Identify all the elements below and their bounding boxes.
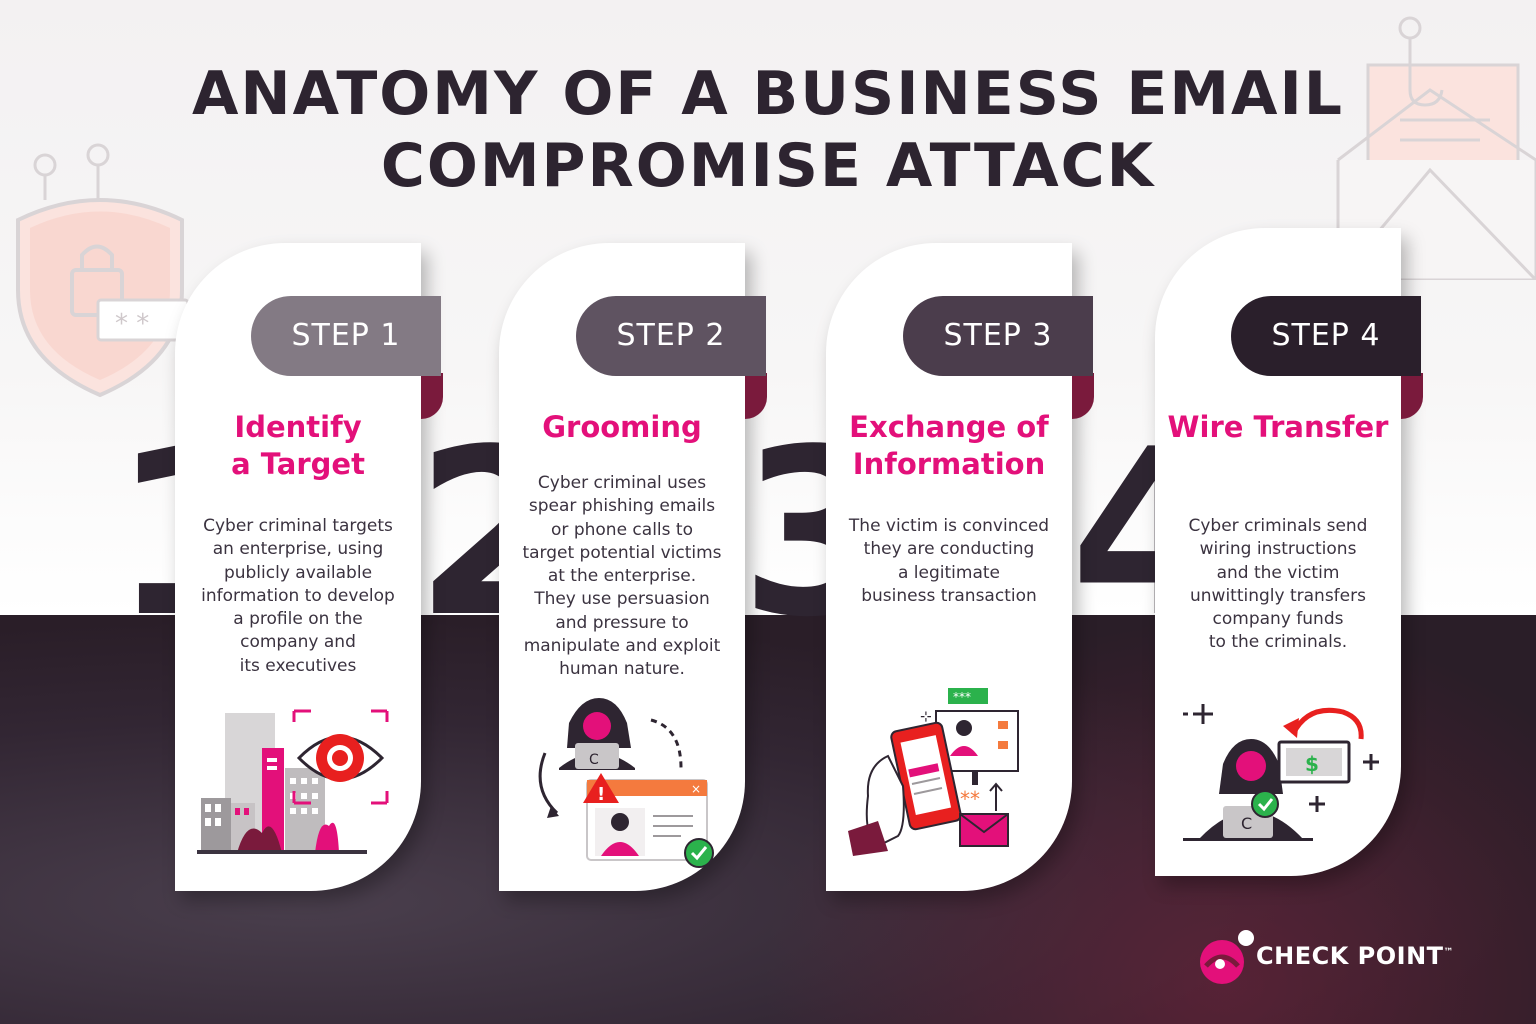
step-description-1: Cyber criminal targets an enterprise, us… — [185, 515, 411, 678]
step-title-line: Information — [852, 447, 1046, 481]
desc-line: Cyber criminal uses — [537, 473, 707, 493]
desc-line: Cyber criminal targets — [203, 516, 393, 536]
step-description-3: The victim is convinced they are conduct… — [836, 515, 1062, 608]
desc-line: business transaction — [861, 585, 1037, 606]
step-title-4: Wire Transfer — [1155, 409, 1401, 446]
page-title-line1: ANATOMY OF A BUSINESS EMAIL — [191, 59, 1345, 129]
svg-text:⊹: ⊹ — [920, 709, 932, 725]
step-tab-fold — [745, 373, 767, 419]
money-symbol: $ — [1305, 752, 1319, 776]
desc-line: human nature. — [559, 659, 685, 680]
svg-text:C: C — [1241, 814, 1252, 833]
desc-line: manipulate and exploit — [523, 636, 721, 657]
step-title-line: Grooming — [542, 410, 702, 444]
step-tab-1: STEP 1 — [251, 296, 441, 376]
step-tab-3: STEP 3 — [903, 296, 1093, 376]
step-tab-fold — [1401, 373, 1423, 419]
phishing-hacker-illustration: C × ! — [538, 698, 714, 868]
desc-line: or phone calls to — [551, 519, 693, 540]
desc-line: a profile on the — [233, 609, 363, 630]
step-tab-2: STEP 2 — [576, 296, 766, 376]
desc-line: they are conducting — [863, 539, 1035, 560]
desc-line: company and — [240, 632, 356, 653]
step-card-2: STEP 2 Grooming Cyber criminal uses spea… — [499, 243, 767, 891]
logo-trademark: ™ — [1443, 947, 1455, 958]
step-description-4: Cyber criminals send wiring instructions… — [1165, 515, 1391, 655]
wire-transfer-illustration: C $ — [1183, 704, 1379, 841]
desc-line: a legitimate — [897, 562, 1000, 583]
check-point-logo-text: CHECK POINT™ — [1256, 942, 1454, 970]
step-title-2: Grooming — [499, 409, 745, 446]
svg-text:* *: * * — [115, 309, 149, 339]
desc-line: They use persuasion — [534, 589, 710, 610]
desc-line: publicly available — [223, 562, 373, 583]
step-title-3: Exchange of Information — [826, 409, 1072, 483]
desc-line: to the criminals. — [1208, 632, 1348, 653]
svg-text:C: C — [589, 752, 599, 768]
page-title-line2: COMPROMISE ATTACK — [380, 131, 1156, 201]
step-tab-fold — [1072, 373, 1094, 419]
page-title: ANATOMY OF A BUSINESS EMAIL COMPROMISE A… — [0, 58, 1536, 202]
check-point-logo-icon — [1200, 930, 1254, 984]
step-title-line: a Target — [231, 447, 365, 481]
desc-line: target potential victims — [522, 542, 722, 563]
desc-line: an enterprise, using — [212, 539, 384, 560]
step-description-2: Cyber criminal uses spear phishing email… — [509, 472, 735, 682]
step-card-4: STEP 4 Wire Transfer Cyber criminals sen… — [1155, 228, 1423, 876]
svg-text:!: ! — [597, 784, 605, 805]
step-card-1: STEP 1 Identify a Target Cyber criminal … — [175, 243, 443, 891]
password-dots: *** — [953, 690, 971, 704]
step-tab-fold — [421, 373, 443, 419]
desc-line: company funds — [1212, 609, 1344, 630]
step-title-line: Wire Transfer — [1167, 410, 1389, 444]
desc-line: at the enterprise. — [547, 566, 697, 587]
step-title-line: Exchange of — [849, 410, 1049, 444]
desc-line: and the victim — [1216, 562, 1340, 583]
check-point-logo: CHECK POINT™ — [1198, 928, 1458, 988]
svg-text:×: × — [691, 782, 701, 796]
desc-line: its executives — [239, 655, 357, 676]
shield-lock-icon: * * — [16, 143, 190, 398]
desc-line: spear phishing emails — [528, 496, 716, 517]
svg-text:**: ** — [960, 787, 980, 811]
desc-line: unwittingly transfers — [1190, 585, 1366, 606]
building-eye-illustration — [197, 709, 389, 854]
step-tab-4: STEP 4 — [1231, 296, 1421, 376]
step-card-3: STEP 3 Exchange of Information The victi… — [826, 243, 1094, 891]
desc-line: and pressure to — [555, 612, 689, 633]
desc-line: information to develop — [201, 585, 395, 606]
step-title-1: Identify a Target — [175, 409, 421, 483]
desc-line: wiring instructions — [1199, 539, 1357, 560]
step-title-line: Identify — [234, 410, 362, 444]
desc-line: Cyber criminals send — [1188, 516, 1368, 536]
desc-line: The victim is convinced — [848, 516, 1050, 536]
data-exchange-illustration: *** ** ⊹ — [848, 688, 1019, 856]
logo-name: CHECK POINT — [1256, 942, 1444, 970]
